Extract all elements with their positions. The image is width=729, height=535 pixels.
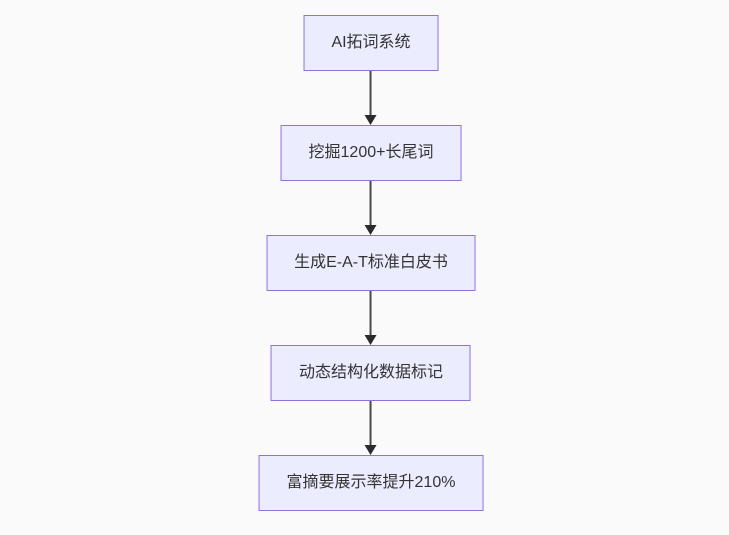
- flow-edge-3-4: [364, 291, 378, 345]
- flowchart-diagram: AI拓词系统 挖掘1200+长尾词 生成E-A-T标准白皮书 动态结构化数据标记…: [258, 15, 484, 511]
- arrowhead-down-icon: [365, 445, 377, 455]
- flow-node-2: 挖掘1200+长尾词: [280, 125, 462, 181]
- edge-line: [370, 291, 372, 336]
- arrowhead-down-icon: [365, 115, 377, 125]
- flow-edge-4-5: [364, 401, 378, 455]
- flow-node-5: 富摘要展示率提升210%: [258, 455, 484, 511]
- edge-line: [370, 71, 372, 116]
- flow-edge-1-2: [364, 71, 378, 125]
- edge-line: [370, 401, 372, 446]
- flow-node-3: 生成E-A-T标准白皮书: [266, 235, 476, 291]
- arrowhead-down-icon: [365, 335, 377, 345]
- flow-node-4: 动态结构化数据标记: [270, 345, 471, 401]
- arrowhead-down-icon: [365, 225, 377, 235]
- edge-line: [370, 181, 372, 226]
- flow-node-1: AI拓词系统: [303, 15, 439, 71]
- flow-edge-2-3: [364, 181, 378, 235]
